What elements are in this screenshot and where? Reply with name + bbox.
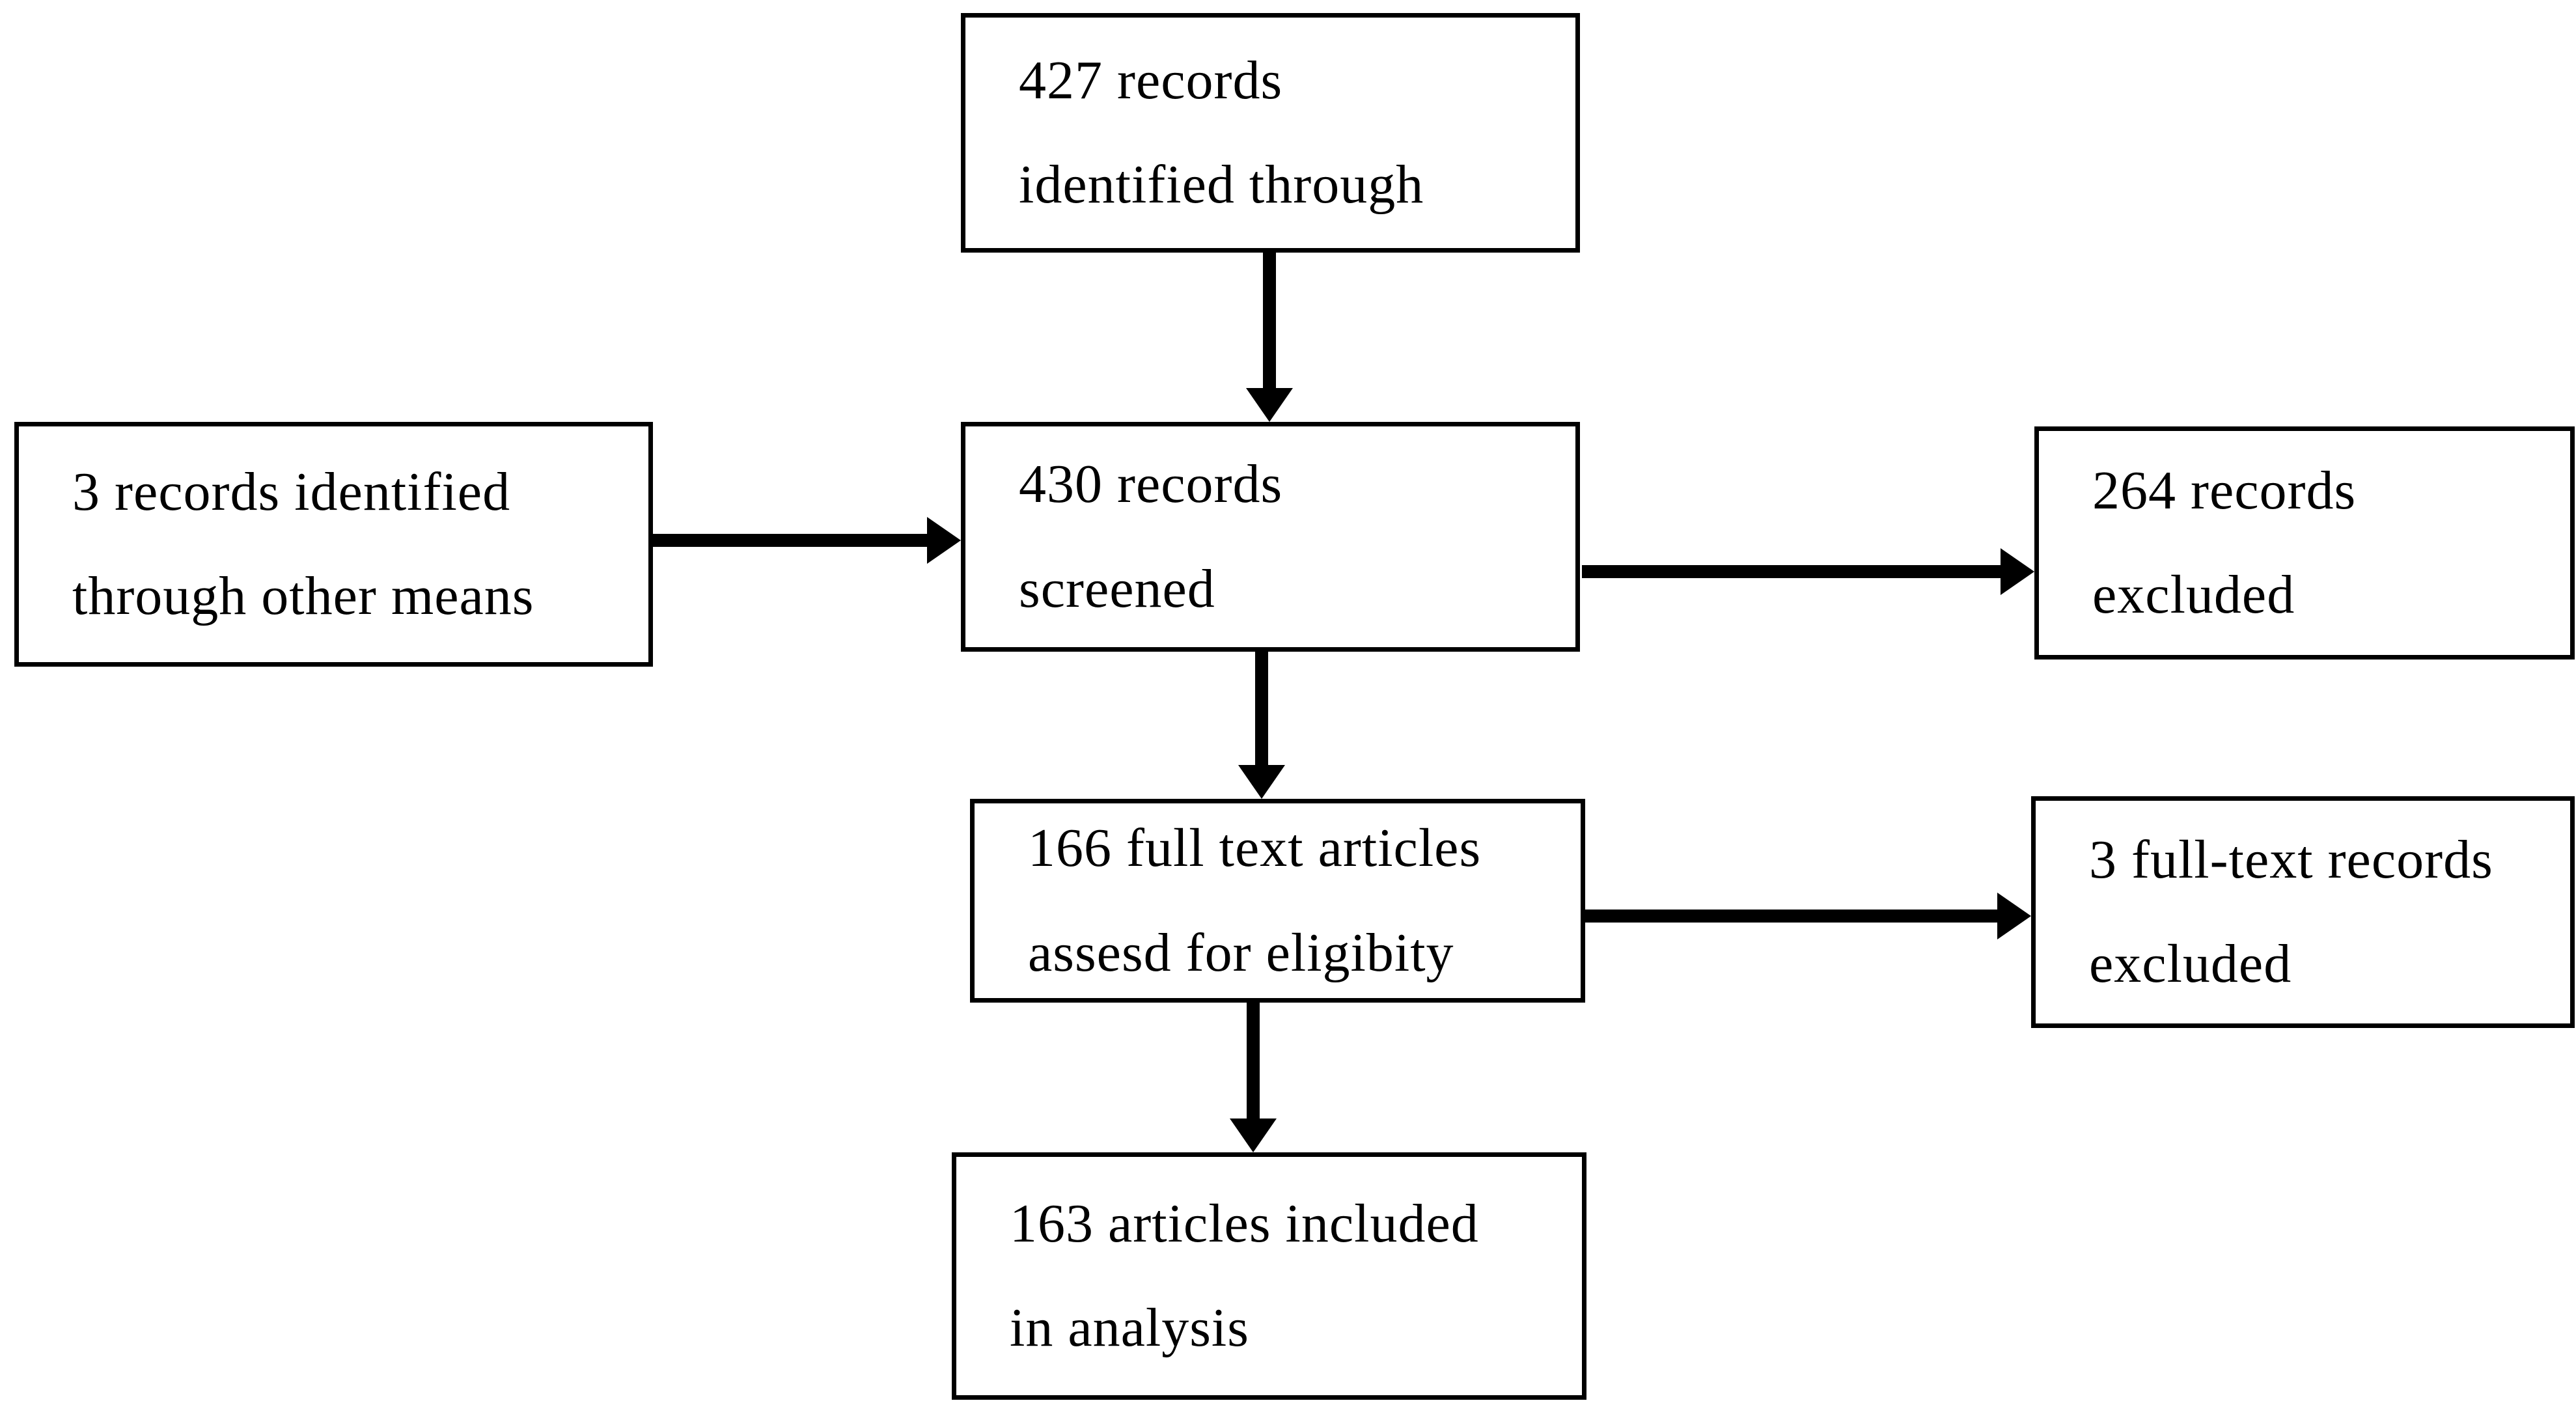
node-records-identified-line1: 427 records <box>1019 49 1283 111</box>
node-fulltext-assessed: 166 full text articles assesd for eligib… <box>970 799 1585 1003</box>
arrow-screened-to-fulltext <box>1238 652 1285 799</box>
node-articles-included-line1: 163 articles included <box>1010 1193 1479 1254</box>
arrow-down-head-icon <box>1230 1118 1277 1152</box>
node-records-excluded-line2: excluded <box>2092 564 2295 625</box>
node-other-means: 3 records identified through other means <box>14 422 653 667</box>
node-records-excluded: 264 records excluded <box>2034 426 2575 660</box>
node-fulltext-assessed-line1: 166 full text articles <box>1028 818 1482 879</box>
node-articles-included: 163 articles included in analysis <box>952 1152 1586 1400</box>
node-fulltext-excluded-line1: 3 full-text records <box>2089 829 2493 890</box>
arrow-right-head-icon <box>1997 893 2031 939</box>
node-other-means-line1: 3 records identified <box>72 461 511 522</box>
node-records-screened-line2: screened <box>1019 558 1215 619</box>
node-records-identified: 427 records identified through <box>961 13 1580 253</box>
arrow-shaft <box>1582 565 2001 578</box>
node-fulltext-excluded: 3 full-text records excluded <box>2031 796 2575 1028</box>
arrow-right-head-icon <box>2001 548 2034 595</box>
node-records-screened-line1: 430 records <box>1019 454 1283 515</box>
node-other-means-line2: through other means <box>72 566 534 626</box>
arrow-shaft <box>653 534 927 547</box>
node-records-identified-line2: identified through <box>1019 154 1424 215</box>
node-records-screened: 430 records screened <box>961 422 1580 652</box>
arrow-down-head-icon <box>1238 765 1285 799</box>
arrow-fulltext-to-excluded <box>1585 893 2031 939</box>
arrow-right-head-icon <box>927 517 961 564</box>
arrow-shaft <box>1585 910 1997 923</box>
node-articles-included-line2: in analysis <box>1010 1298 1249 1358</box>
node-records-excluded-line1: 264 records <box>2092 460 2357 521</box>
arrow-shaft <box>1247 1003 1260 1118</box>
arrow-shaft <box>1263 253 1276 388</box>
node-fulltext-assessed-line2: assesd for eligibity <box>1028 922 1454 983</box>
arrow-screened-to-excluded <box>1582 548 2034 595</box>
node-fulltext-excluded-line2: excluded <box>2089 934 2292 994</box>
arrow-down-head-icon <box>1246 388 1293 422</box>
arrow-othermeans-to-screened <box>653 517 961 564</box>
arrow-fulltext-to-included <box>1230 1003 1277 1152</box>
arrow-shaft <box>1255 652 1268 765</box>
arrow-identified-to-screened <box>1246 253 1293 422</box>
